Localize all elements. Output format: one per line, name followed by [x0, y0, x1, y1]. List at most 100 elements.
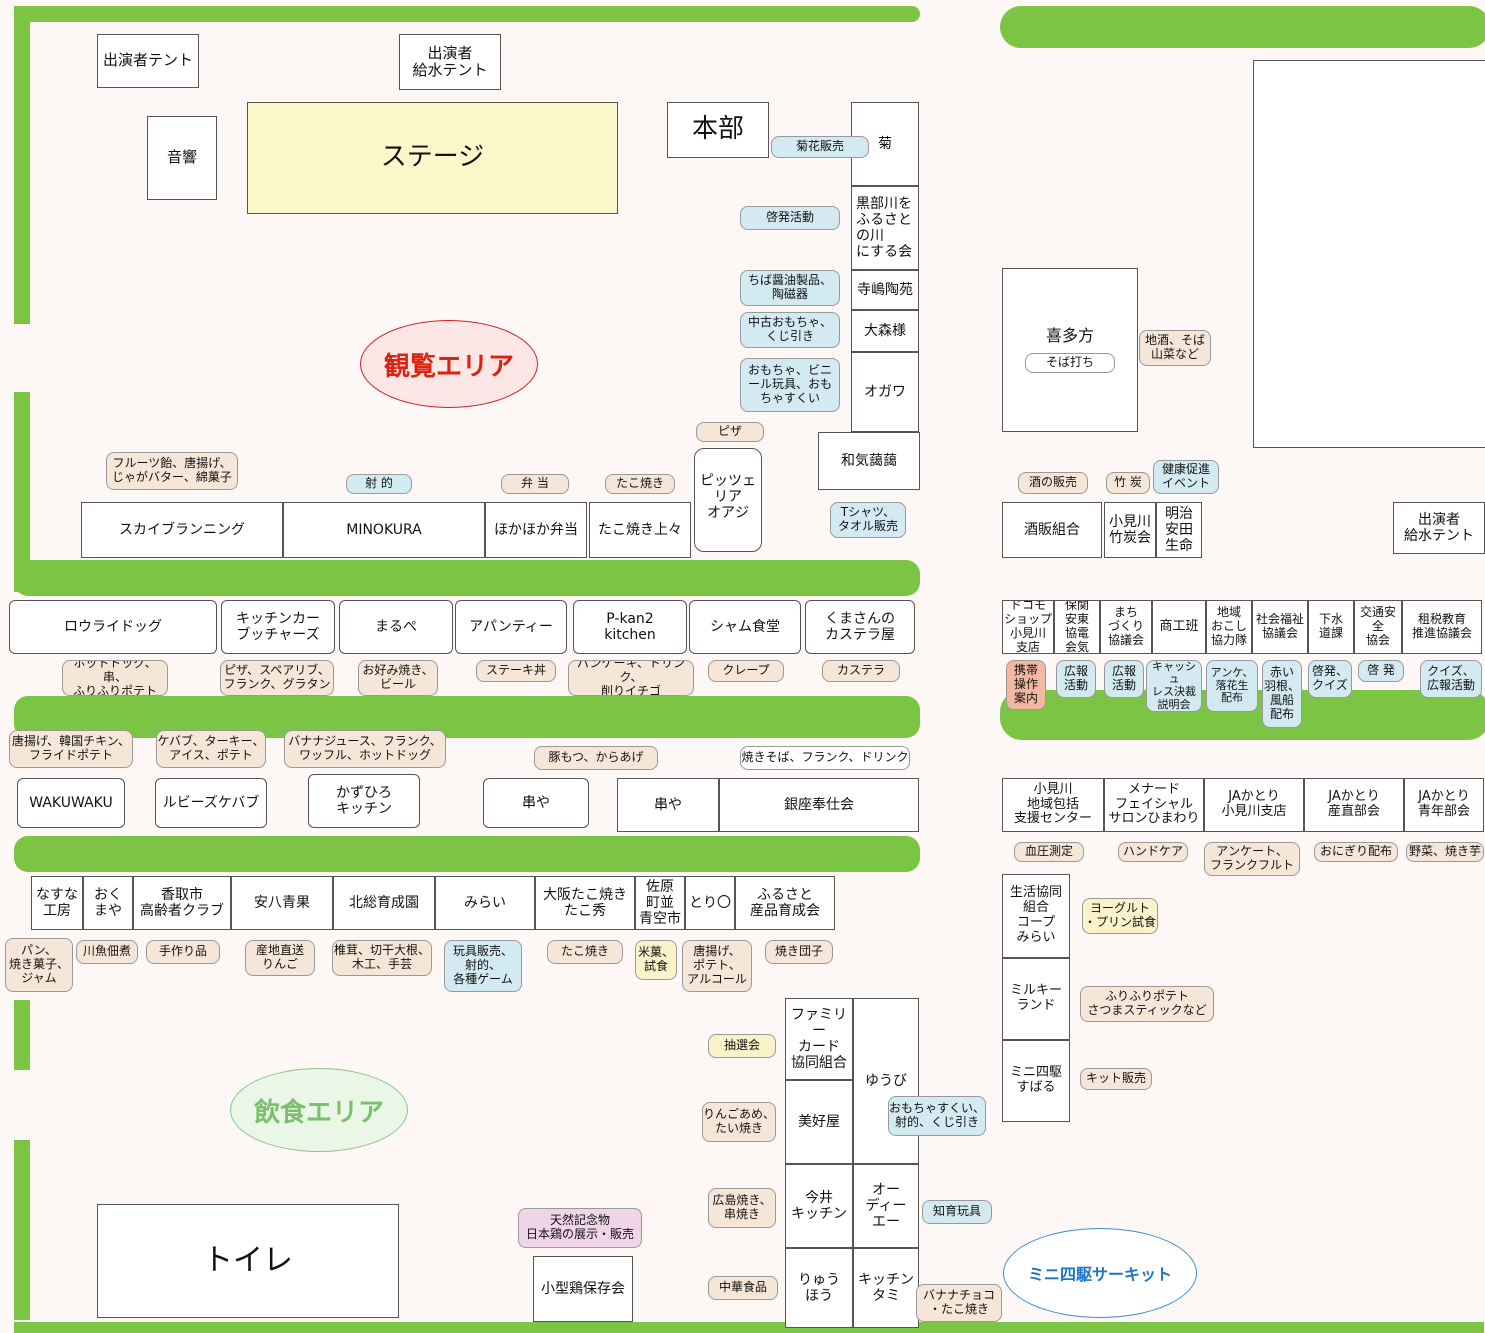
- stall-meiji: 明治 安田 生命: [1156, 502, 1202, 558]
- stall-katori-club: 香取市 高齢者クラブ: [133, 876, 231, 930]
- stall-menard: メナード フェイシャル サロンひまわり: [1104, 778, 1204, 832]
- tag-yuubi: おもちゃすくい、 射的、くじ引き: [888, 1096, 986, 1136]
- tag-ja-sanchoku: おにぎり配布: [1314, 842, 1398, 862]
- tag-terajima: ちば醤油製品、 陶磁器: [740, 270, 840, 306]
- tag-torimaru: 唐揚げ、 ポテト、 アルコール: [682, 940, 752, 992]
- tag-milky: ふりふりポテト さつまスティックなど: [1080, 986, 1214, 1022]
- tag-sawara: 米菓、 試食: [635, 940, 677, 980]
- stall-miyoshiya: 美好屋: [785, 1080, 853, 1164]
- tag-wakuwaku: 唐揚げ、韓国チキン、 フライドポテト: [9, 730, 133, 768]
- tag-kazuhiro: バナナジュース、フランク、 ワッフル、ホットドッグ: [284, 730, 446, 768]
- stall-shakai: 社会福祉 協議会: [1252, 600, 1308, 654]
- stall-kotsu: 交通安全 協会: [1354, 600, 1402, 654]
- stall-ogawa: オガワ: [851, 352, 919, 432]
- stall-sake: 酒販組合: [1002, 502, 1102, 558]
- stall-machizukuri: まち づくり 協議会: [1100, 600, 1152, 654]
- tag-coop: ヨーグルト ・プリン試食: [1082, 898, 1158, 934]
- path-top-left: [14, 6, 920, 22]
- tag-rubys: ケバブ、ターキー、 アイス、ポテト: [156, 730, 266, 768]
- toilet: トイレ: [97, 1204, 399, 1318]
- soba-label: そば打ち: [1024, 353, 1115, 374]
- tag-pizzeria: ピザ: [696, 422, 764, 442]
- stall-gesuido: 下水 道課: [1308, 600, 1354, 654]
- stall-ryuho: りゅう ほう: [785, 1248, 853, 1328]
- stall-terajima: 寺嶋陶苑: [851, 270, 919, 310]
- tag-ja-seinen: 野菜、焼き芋: [1406, 842, 1484, 862]
- stall-houkatsu: 小見川 地域包括 支援センター: [1002, 778, 1104, 832]
- stall-hokuso: 北総育成園: [333, 876, 435, 930]
- stall-subaru: ミニ四駆 すばる: [1002, 1040, 1070, 1122]
- stall-coop: 生活協同 組合 コープ みらい: [1002, 874, 1070, 958]
- stall-takoyaki-jojo: たこ焼き上々: [589, 502, 691, 558]
- stall-ja-seinen: JAかとり 青年部会: [1404, 778, 1484, 832]
- stall-shokoban: 商工班: [1152, 600, 1206, 654]
- path-left-low2: [14, 1140, 30, 1320]
- viewing-area-label: 観覧エリア: [360, 320, 538, 408]
- tag-kanto-denki: 広報 活動: [1056, 660, 1096, 698]
- stall-kanto-denki: 保関 安東 協電 会気: [1054, 600, 1100, 654]
- stall-chiiki: 地域 おこし 協力隊: [1206, 600, 1252, 654]
- tag-chiiki: アンケ、 落花生 配布: [1206, 660, 1258, 712]
- sound-booth: 音響: [147, 116, 217, 200]
- path-left-upper: [14, 6, 30, 324]
- kitakata-name: 喜多方: [1045, 325, 1094, 345]
- stall-apanti: アパンティー: [455, 600, 567, 654]
- tag-miyoshiya: りんごあめ、 たい焼き: [702, 1102, 776, 1142]
- stall-kushiya-1: 串や: [483, 778, 589, 828]
- stall-ja-sanchoku: JAかとり 産直部会: [1304, 778, 1404, 832]
- stall-pizzeria: ピッツェリア オアジ: [694, 448, 762, 552]
- tag-ja-omigawa: アンケート、 フランクフルト: [1204, 842, 1300, 876]
- stall-kitakata: 喜多方 そば打ち: [1002, 268, 1138, 432]
- tag-chicken: 天然記念物 日本鶏の展示・販売: [518, 1208, 642, 1248]
- stall-takesumi: 小見川 竹炭会: [1104, 502, 1156, 558]
- tag-sake: 酒の販売: [1018, 472, 1088, 494]
- stall-kumasan: くまさんの カステラ屋: [805, 600, 915, 654]
- stall-okumaya: おく まや: [83, 876, 133, 930]
- tag-butchers: ピザ、スペアリブ、 フランク、グラタン: [220, 660, 334, 696]
- tag-katori-club: 手作り品: [146, 940, 220, 964]
- tag-pkan2: パンケーキ、ドリンク、 削りイチゴ: [568, 660, 694, 696]
- path-h2: [14, 696, 920, 738]
- tag-machizukuri: 広報 活動: [1104, 660, 1144, 698]
- tag-ode: 知育玩具: [922, 1200, 992, 1224]
- stall-wakirinka: 和気藹藹: [818, 432, 920, 490]
- building-east: [1253, 60, 1485, 448]
- stall-tami: キッチン タミ: [853, 1248, 919, 1328]
- tag-sky: フルーツ飴、唐揚げ、 じゃがバター、綿菓子: [106, 452, 238, 490]
- stall-sawara: 佐原 町並 青空市: [635, 876, 685, 930]
- tag-houkatsu: 血圧測定: [1014, 842, 1084, 862]
- path-left-mid: [14, 392, 30, 592]
- stall-imai: 今井 キッチン: [785, 1164, 853, 1248]
- tag-shakai: 赤い 羽根、 風船 配布: [1262, 660, 1302, 728]
- stall-furusato: ふるさと 産品育成会: [735, 876, 835, 930]
- tag-sozei: クイズ、 広報活動: [1420, 660, 1482, 698]
- tag-apanti: ステーキ丼: [476, 660, 556, 682]
- stall-kushiya-2: 串や: [617, 778, 719, 832]
- stall-siam: シャム食堂: [689, 600, 801, 654]
- tag-anpachi: 産地直送 りんご: [245, 940, 315, 976]
- tag-ogawa: おもちゃ、ビニ ール玩具、おも ちゃすくい: [740, 358, 840, 412]
- tag-kitakata: 地酒、そば 山菜など: [1139, 330, 1211, 366]
- stall-omori: 大森様: [851, 310, 919, 352]
- tag-hokuso: 椎茸、切干大根、 木工、手芸: [332, 940, 432, 976]
- tag-subaru: キット販売: [1080, 1068, 1152, 1090]
- tag-wakirinka: Tシャツ、 タオル販売: [830, 502, 906, 538]
- path-bottom: [14, 1322, 1484, 1333]
- food-area-label: 飲食エリア: [230, 1068, 408, 1152]
- stall-mirai: みらい: [435, 876, 535, 930]
- tag-omori: 中古おもちゃ、 くじ引き: [740, 312, 840, 348]
- stall-lowride: ロウライドッグ: [9, 600, 217, 654]
- path-top-right: [1000, 6, 1485, 48]
- stage: ステージ: [247, 102, 618, 214]
- tag-ryuho: 中華食品: [708, 1276, 778, 1300]
- stall-torimaru: とり〇: [685, 876, 735, 930]
- tag-minokura: 射 的: [346, 474, 412, 494]
- tag-furusato: 焼き団子: [765, 940, 833, 964]
- path-h3: [14, 836, 920, 872]
- tag-ginza: 焼きそば、フランク、ドリンク: [740, 746, 910, 770]
- stall-family-card: ファミリー カード 協同組合: [785, 998, 853, 1080]
- path-left-low1: [14, 1000, 30, 1070]
- tag-docomo: 携帯 操作 案内: [1006, 660, 1046, 710]
- tag-meiji: 健康促進 イベント: [1153, 460, 1219, 494]
- tag-gesuido: 啓発、 クイズ: [1308, 660, 1352, 698]
